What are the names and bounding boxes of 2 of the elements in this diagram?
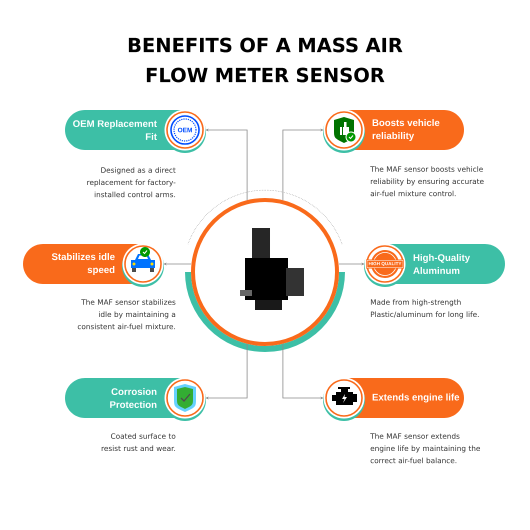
sensor-drawing bbox=[191, 198, 339, 346]
title: BENEFITS OF A MASS AIR FLOW METER SENSOR bbox=[128, 38, 402, 82]
